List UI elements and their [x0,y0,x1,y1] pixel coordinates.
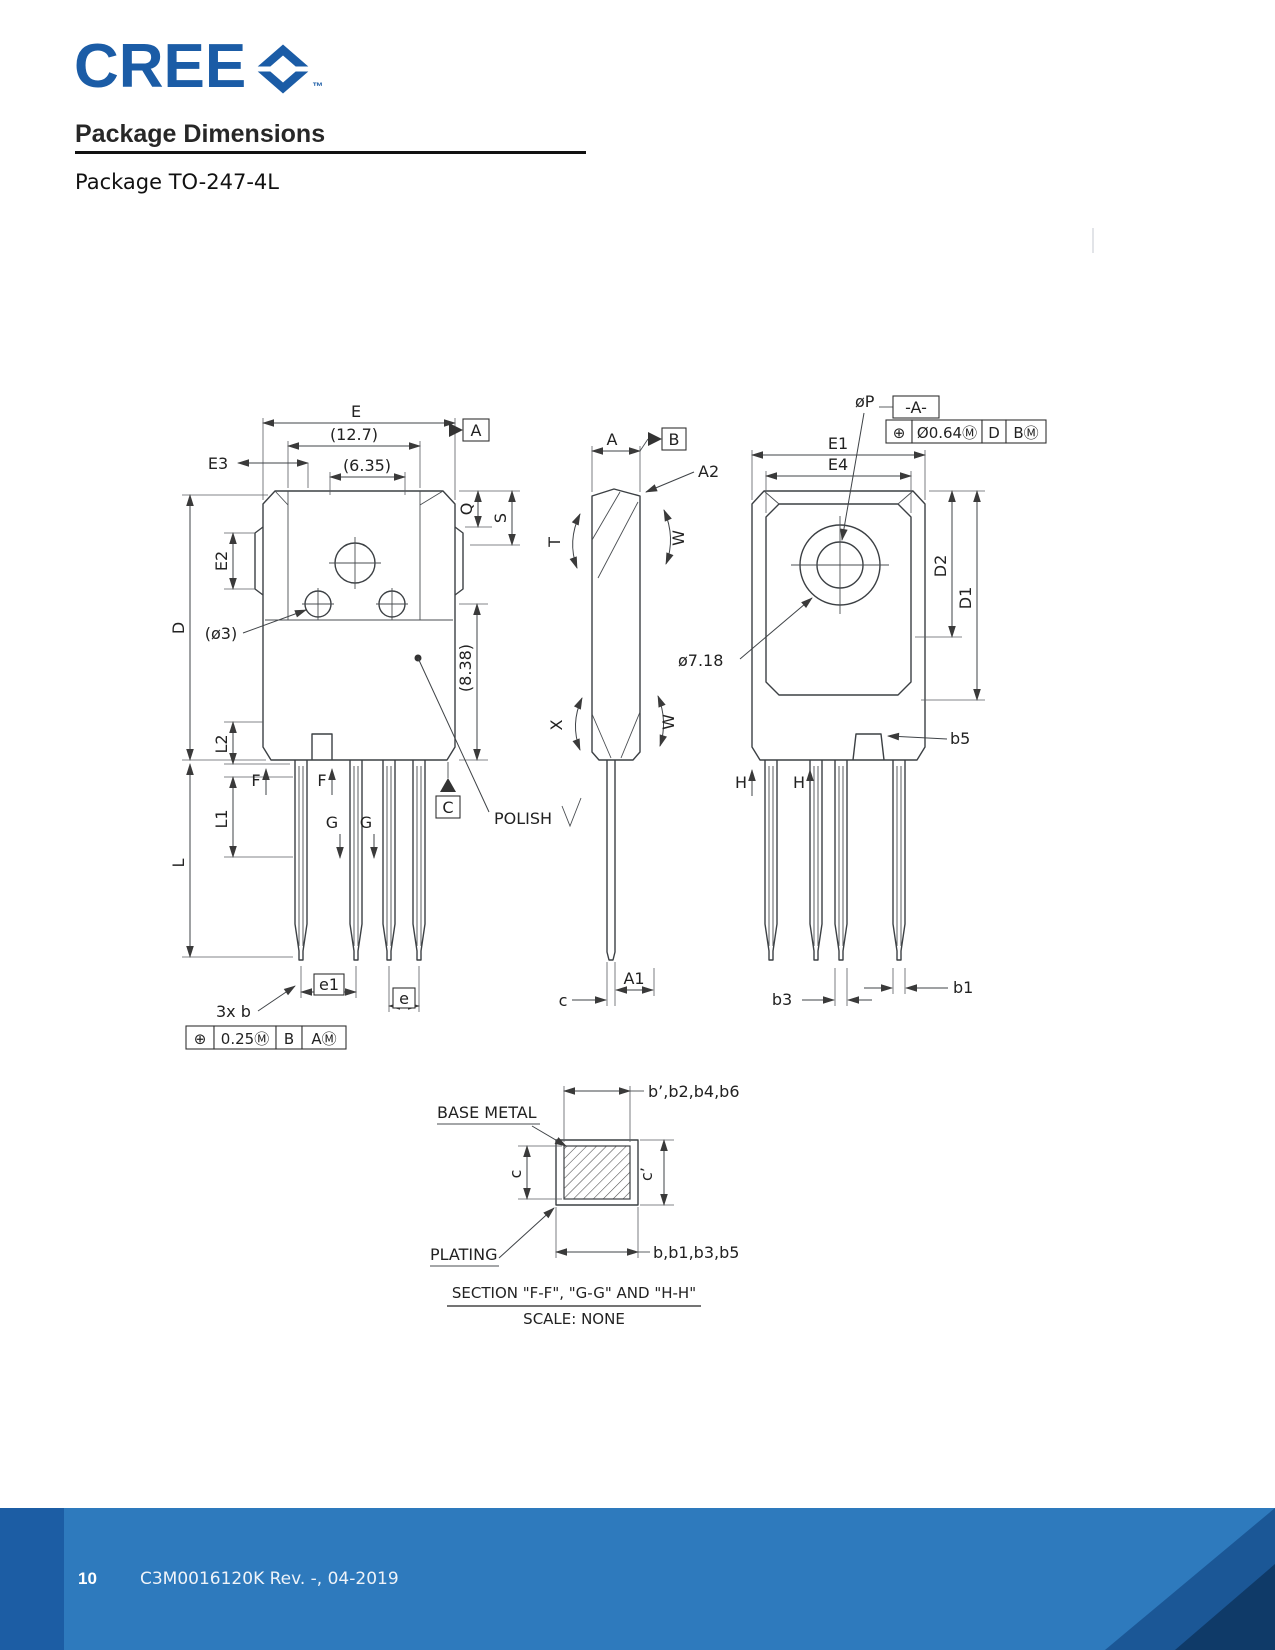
cree-logo-text: CREE [74,32,247,101]
fcf-tolerance: 0.25Ⓜ [221,1030,269,1048]
datum-label-C: C [442,798,453,817]
dim-label-A2: A2 [698,462,719,481]
fcf-datum2: BⓂ [1013,424,1038,442]
dim-label-E1: E1 [828,434,848,453]
dim-label-o3: (ø3) [205,624,237,643]
dim-label-D: D [169,622,188,634]
dim-label-F: F [317,771,326,790]
dim-label-8-38: (8.38) [456,644,475,692]
dim-label-b-prime-group: b’,b2,b4,b6 [648,1082,740,1101]
dim-label-S: S [491,513,510,523]
front-package-body [262,490,456,761]
cree-logo: CREE ™ [74,32,324,101]
dim-label-oP: øP [855,392,875,411]
back-view: øP -A- ⊕ Ø0.64Ⓜ D BⓂ E1 E4 [678,392,1047,1009]
dim-label-e: e [399,989,409,1008]
fcf-datum2: AⓂ [311,1030,336,1048]
dim-label-G: G [360,813,372,832]
dim-label-e1: e1 [319,975,339,994]
dim-label-c-prime: c’ [637,1167,656,1181]
dim-label-X: X [547,719,566,730]
dim-label-b3: b3 [772,990,792,1009]
fcf-datum1: D [988,424,1000,442]
fcf-datum1: B [284,1030,294,1048]
page-footer: 10 C3M0016120K Rev. -, 04-2019 [0,1508,1275,1650]
datum-a-flag-icon [449,423,463,437]
dim-label-12-7: (12.7) [330,425,378,444]
document-reference: C3M0016120K Rev. -, 04-2019 [140,1569,399,1589]
dim-label-A1: A1 [623,969,644,988]
back-package-body [751,490,926,761]
back-pins [764,760,906,961]
dim-label-b1: b1 [953,978,973,997]
dim-label-E4: E4 [828,455,848,474]
page-title: Package Dimensions [75,120,326,148]
section-view: b’,b2,b4,b6 BASE METAL c c’ PLATING b [430,1082,740,1328]
dim-label-A: A [607,430,618,449]
dim-label-E2: E2 [212,551,231,571]
fcf-symbol: ⊕ [893,424,906,442]
dim-label-H: H [793,773,805,792]
fcf-tolerance: Ø0.64Ⓜ [917,424,977,442]
dim-label-6-35: (6.35) [343,456,391,475]
dim-label-D1: D1 [956,587,975,610]
dim-label-W: W [669,530,688,546]
dim-label-Q: Q [457,503,476,516]
dim-label-D2: D2 [931,555,950,578]
datum-c-flag-icon [440,778,456,792]
trademark-symbol: ™ [312,80,324,93]
side-view: A B A2 T W X W c A1 [545,427,719,1010]
dim-label-L1: L1 [212,809,231,828]
dim-label-E: E [351,402,361,421]
cree-diamond-icon [257,44,309,94]
page-number: 10 [78,1569,97,1588]
package-name: Package TO-247-4L [75,170,279,194]
fcf-symbol: ⊕ [194,1030,207,1048]
base-metal-hatched [563,1145,631,1200]
datum-b-flag-icon [648,432,662,446]
plating-outline [555,1139,639,1206]
dim-label-F: F [251,771,260,790]
dim-label-c: c [559,991,568,1010]
datum-label-A: A [471,421,482,440]
front-pins [294,760,426,961]
footer-left-block [0,1508,64,1650]
title-underline [75,151,586,154]
front-view: E (12.7) E3 (6.35) A Q [169,402,582,1050]
side-pin [606,760,616,961]
datum-label-A-frame: -A- [905,398,927,417]
datum-label-B: B [669,430,680,449]
dim-label-T: T [545,537,564,548]
dim-label-W: W [659,714,678,730]
dim-label-L2: L2 [212,734,231,753]
side-package-body [591,488,641,761]
surface-finish-icon [561,797,582,828]
hole-position-tolerance-frame: ⊕ Ø0.64Ⓜ D BⓂ [885,419,1047,444]
plating-label: PLATING [430,1245,498,1264]
section-scale: SCALE: NONE [523,1310,625,1328]
dim-label-b-group: b,b1,b3,b5 [653,1243,739,1262]
dim-label-b5: b5 [950,729,970,748]
dim-label-G: G [326,813,338,832]
dim-label-H: H [735,773,747,792]
position-tolerance-frame: ⊕ 0.25Ⓜ B AⓂ [185,1025,347,1050]
base-metal-label: BASE METAL [437,1103,537,1122]
dim-label-L: L [169,858,188,867]
dim-label-o718: ø7.18 [678,651,723,670]
dim-label-c: c [506,1170,525,1179]
polish-label: POLISH [494,809,552,828]
dim-label-3x-b: 3x b [216,1002,251,1021]
section-title: SECTION "F-F", "G-G" AND "H-H" [452,1284,696,1302]
dim-label-E3: E3 [208,454,228,473]
